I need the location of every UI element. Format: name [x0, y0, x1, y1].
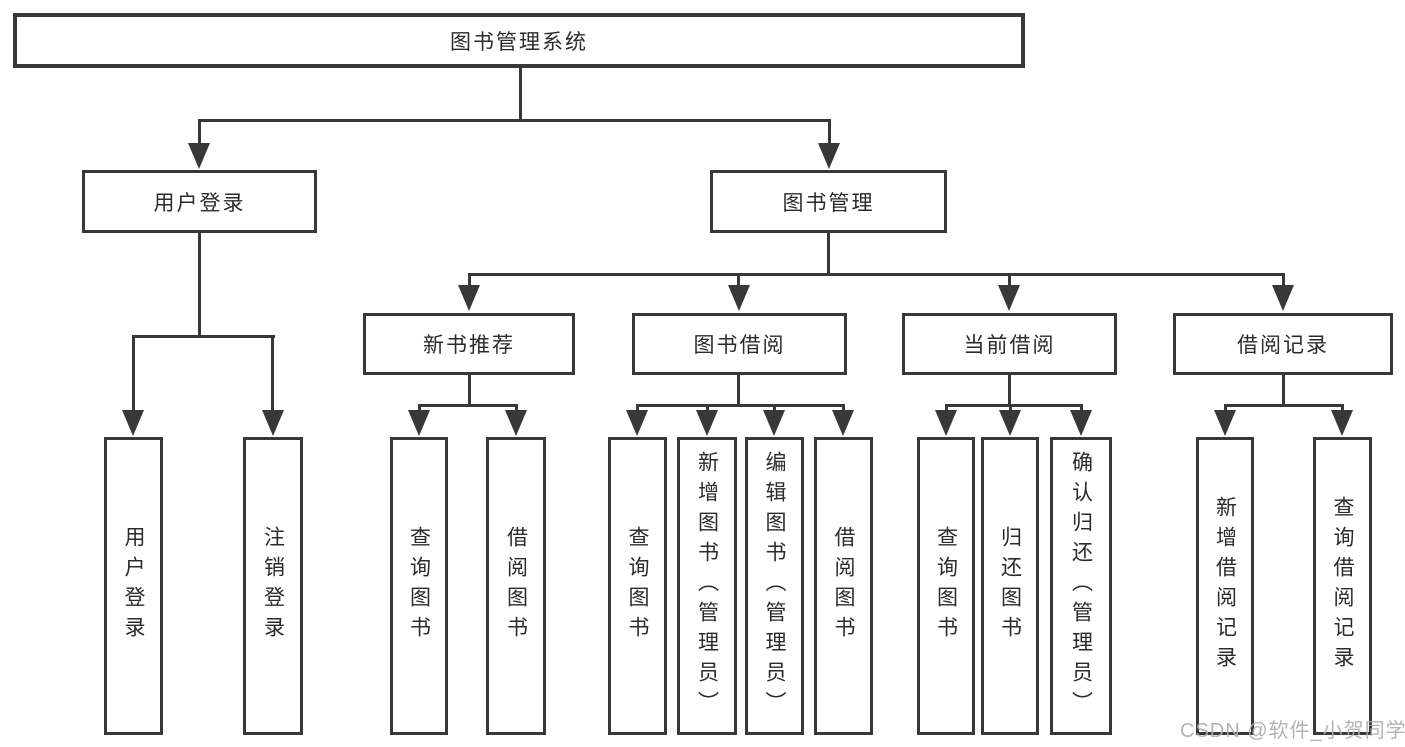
arrow-down-icon: [1331, 410, 1353, 436]
connector-bar: [132, 335, 275, 338]
leaf-label: 用户登录: [122, 526, 146, 646]
connector-stem: [1282, 373, 1285, 407]
leaf-label: 查询图书: [934, 526, 958, 646]
node-label: 借阅记录: [1237, 334, 1329, 357]
connector-shaft: [706, 404, 709, 413]
leaf-label: 查询借阅记录: [1331, 496, 1355, 676]
leaf-label: 新增借阅记录: [1213, 496, 1237, 676]
connector-shaft: [773, 404, 776, 413]
leaf-add-borrow-record: 新增借阅记录: [1196, 437, 1254, 735]
connector-stem: [737, 373, 740, 407]
leaf-user-login: 用户登录: [104, 437, 163, 735]
connector-level3-bar: [468, 273, 1284, 276]
arrow-down-icon: [1070, 410, 1092, 436]
connector-bar: [1224, 404, 1344, 407]
node-current-borrow: 当前借阅: [902, 313, 1117, 375]
node-root-system: 图书管理系统: [13, 13, 1025, 68]
arrow-down-icon: [935, 410, 957, 436]
arrow-down-icon: [832, 410, 854, 436]
arrow-down-icon: [626, 410, 648, 436]
leaf-label: 编辑图书（管理员）: [763, 451, 787, 721]
leaf-add-books-admin: 新增图书（管理员）: [677, 437, 737, 735]
node-user-login: 用户登录: [82, 170, 317, 233]
connector-bar: [636, 404, 845, 407]
connector-shaft: [1341, 404, 1344, 413]
leaf-edit-books-admin: 编辑图书（管理员）: [745, 437, 804, 735]
arrow-down-icon: [696, 410, 718, 436]
leaf-label: 查询图书: [407, 526, 431, 646]
leaf-query-borrow-record: 查询借阅记录: [1313, 437, 1372, 735]
leaf-label: 借阅图书: [504, 526, 528, 646]
arrow-down-icon: [262, 410, 284, 436]
node-label: 图书借阅: [693, 334, 786, 357]
leaf-query-books-current: 查询图书: [917, 437, 975, 735]
leaf-label: 确认归还（管理员）: [1069, 451, 1093, 721]
connector-shaft: [1009, 404, 1012, 413]
arrow-down-icon: [458, 285, 480, 311]
leaf-logout: 注销登录: [243, 437, 303, 735]
node-label: 当前借阅: [963, 334, 1056, 357]
connector-shaft: [271, 335, 274, 412]
connector-shaft: [737, 273, 740, 289]
connector-stem: [1008, 373, 1011, 407]
leaf-borrow-books-recommend: 借阅图书: [486, 437, 546, 735]
node-label: 新书推荐: [423, 334, 515, 357]
connector-user-login-stem: [198, 232, 201, 337]
arrow-down-icon: [408, 410, 430, 436]
leaf-label: 借阅图书: [832, 526, 856, 646]
arrow-down-icon: [1272, 285, 1294, 311]
arrow-down-icon: [188, 143, 210, 169]
leaf-query-books-borrow: 查询图书: [608, 437, 667, 735]
leaf-label: 注销登录: [261, 526, 285, 646]
arrow-down-icon: [1214, 410, 1236, 436]
connector-bar: [418, 404, 518, 407]
leaf-query-books-recommend: 查询图书: [390, 437, 448, 735]
arrow-down-icon: [818, 143, 840, 169]
watermark: CSDN @软件_小贺同学: [1180, 720, 1405, 742]
connector-shaft: [945, 404, 948, 413]
connector-shaft: [1224, 404, 1227, 413]
arrow-down-icon: [122, 410, 144, 436]
node-book-management: 图书管理: [710, 170, 947, 233]
arrow-down-icon: [998, 285, 1020, 311]
arrow-down-icon: [728, 285, 750, 311]
connector-shaft: [132, 335, 135, 412]
connector-book-mgmt-stem: [827, 232, 830, 276]
leaf-label: 新增图书（管理员）: [695, 451, 719, 721]
node-book-borrow: 图书借阅: [632, 313, 847, 375]
connector-shaft: [1080, 404, 1083, 413]
leaf-label: 查询图书: [626, 526, 650, 646]
leaf-confirm-return-admin: 确认归还（管理员）: [1050, 437, 1112, 735]
connector-shaft: [1008, 273, 1011, 289]
connector-shaft: [1282, 273, 1285, 289]
node-label: 图书管理: [782, 191, 875, 215]
connector-root-stem: [519, 68, 522, 122]
connector-shaft: [468, 273, 471, 289]
arrow-down-icon: [505, 410, 527, 436]
connector-shaft: [198, 119, 201, 148]
node-new-book-recommend: 新书推荐: [363, 313, 575, 375]
leaf-borrow-books: 借阅图书: [814, 437, 873, 735]
connector-level2-bar: [198, 119, 831, 122]
connector-shaft: [842, 404, 845, 413]
connector-shaft: [515, 404, 518, 413]
node-borrow-record: 借阅记录: [1173, 313, 1393, 375]
leaf-label: 归还图书: [998, 526, 1022, 646]
node-label: 图书管理系统: [450, 30, 588, 54]
connector-shaft: [828, 119, 831, 148]
connector-stem: [468, 373, 471, 407]
connector-shaft: [418, 404, 421, 413]
leaf-return-books: 归还图书: [981, 437, 1039, 735]
arrow-down-icon: [763, 410, 785, 436]
node-label: 用户登录: [153, 191, 246, 215]
connector-bar: [945, 404, 1082, 407]
arrow-down-icon: [999, 410, 1021, 436]
connector-shaft: [636, 404, 639, 413]
